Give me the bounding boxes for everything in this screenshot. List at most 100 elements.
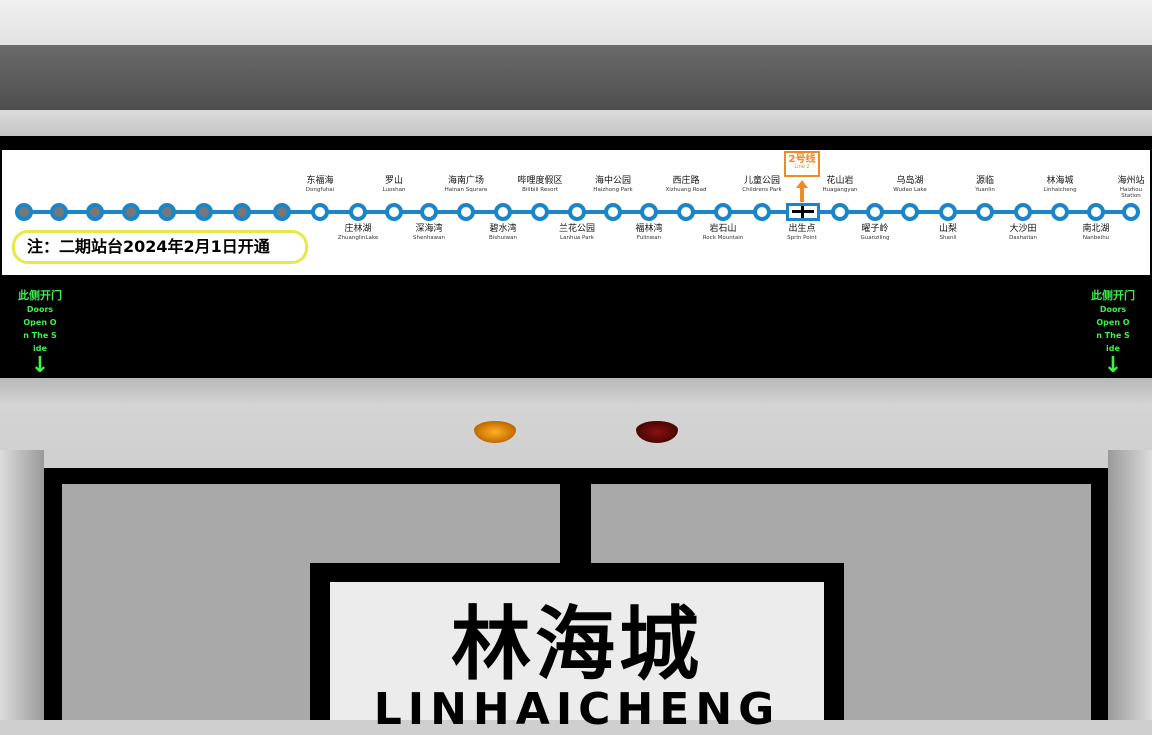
- station-name-en: Rock Mountain: [702, 234, 744, 241]
- station-name-en: LINHAICHENG: [373, 684, 781, 735]
- station-name-zh: 花山岩: [826, 176, 854, 186]
- station-name-zh: 福林湾: [635, 224, 663, 234]
- station-dot: [1122, 203, 1140, 221]
- unopened-station-dot: [15, 203, 33, 221]
- station-dot: [349, 203, 367, 221]
- station-name-en: Xizhuang Road: [665, 186, 707, 193]
- door-indicator-left: 此侧开门 Doors Open On The Side ↓: [10, 287, 70, 377]
- station-name-en: Shenhawan: [412, 234, 446, 241]
- door-lamp-orange-icon: [474, 421, 516, 443]
- door-indicator-zh: 此侧开门: [18, 289, 62, 302]
- door-side-panel-right: [1108, 450, 1152, 720]
- station-name-en: Dongfuhai: [305, 186, 335, 193]
- station-name-en: ZhuanglinLake: [337, 234, 379, 241]
- station-name-zh: 林海城: [1046, 176, 1074, 186]
- station-dot: [1014, 203, 1032, 221]
- transfer-badge-zh: 2号线: [788, 154, 816, 165]
- ceiling-panel: [0, 45, 1152, 110]
- station-dot: [568, 203, 586, 221]
- station-name-zh: 东福海: [306, 176, 334, 186]
- station-name-zh: 兰花公园: [558, 224, 596, 234]
- transfer-badge-en: Line 2: [794, 164, 810, 170]
- station-name-zh: 海中公园: [594, 176, 632, 186]
- arrow-down-icon: ↓: [30, 353, 50, 378]
- station-dot: [457, 203, 475, 221]
- unopened-station-dot: [158, 203, 176, 221]
- station-name-zh: 海南广场: [447, 176, 484, 186]
- station-dot: [311, 203, 329, 221]
- transfer-arrow-icon: [796, 180, 808, 202]
- station-dot: [866, 203, 884, 221]
- station-dot: [604, 203, 622, 221]
- station-dot: [714, 203, 732, 221]
- station-name-zh: 岩石山: [709, 224, 737, 234]
- station-name-zh: 大沙田: [1009, 224, 1037, 234]
- station-name-en: Luoshan: [382, 186, 406, 193]
- station-dot: [753, 203, 771, 221]
- station-name-en: Lanhua Park: [560, 234, 594, 241]
- door-header: [0, 378, 1152, 468]
- station-name-zh: 庄林湖: [344, 224, 372, 234]
- station-name-en: Guanziling: [860, 234, 890, 241]
- station-name-en: Huagangyan: [822, 186, 858, 193]
- station-name-en: Hainan Squrare: [444, 186, 488, 193]
- station-dot: [939, 203, 957, 221]
- unopened-station-dot: [50, 203, 68, 221]
- station-name-zh: 山梨: [938, 224, 958, 234]
- station-dot: [1051, 203, 1069, 221]
- station-name-zh: 西庄路: [672, 176, 700, 186]
- door-indicator-right: 此侧开门 Doors Open On The Side ↓: [1083, 287, 1143, 377]
- station-name-zh: 儿童公园: [743, 176, 781, 186]
- door-indicator-en: Doors Open On The Side: [1096, 305, 1130, 353]
- station-name-en: Fulinwan: [636, 234, 662, 241]
- door-lamp-red-icon: [636, 421, 678, 443]
- station-sign: 林海城 LINHAICHENG: [330, 582, 824, 732]
- station-dot: [1087, 203, 1105, 221]
- station-name-en: Nanbeihu: [1082, 234, 1110, 241]
- station-name-en: Bishuiwan: [488, 234, 518, 241]
- station-name-en: Shanli: [939, 234, 957, 241]
- arrow-down-icon: ↓: [1103, 353, 1123, 378]
- station-name-zh: 源临: [975, 176, 994, 186]
- station-name-en: Dashatian: [1009, 234, 1037, 241]
- opening-note: 注：二期站台2024年2月1日开通: [12, 230, 308, 264]
- station-name-en: Yuanlin: [975, 186, 995, 193]
- unopened-station-dot: [195, 203, 213, 221]
- station-dot: [831, 203, 849, 221]
- station-name-zh: 出生点: [788, 224, 816, 234]
- station-dot: [385, 203, 403, 221]
- ceiling-upper: [0, 0, 1152, 45]
- station-name-zh: 碧水湾: [489, 224, 517, 234]
- station-name-en: Wudao Lake: [893, 186, 927, 193]
- station-name-zh: 哔哩度假区: [517, 176, 563, 186]
- station-dot: [901, 203, 919, 221]
- station-name-en: Childrens Park: [742, 186, 782, 193]
- station-name-zh: 南北湖: [1082, 224, 1110, 234]
- unopened-station-dot: [86, 203, 104, 221]
- ceiling-trim: [0, 110, 1152, 136]
- station-name-zh: 林海城: [451, 598, 703, 691]
- station-name-en: Linhaicheng: [1043, 186, 1077, 193]
- transfer-station-icon: [786, 203, 820, 221]
- station-dot: [677, 203, 695, 221]
- unopened-station-dot: [122, 203, 140, 221]
